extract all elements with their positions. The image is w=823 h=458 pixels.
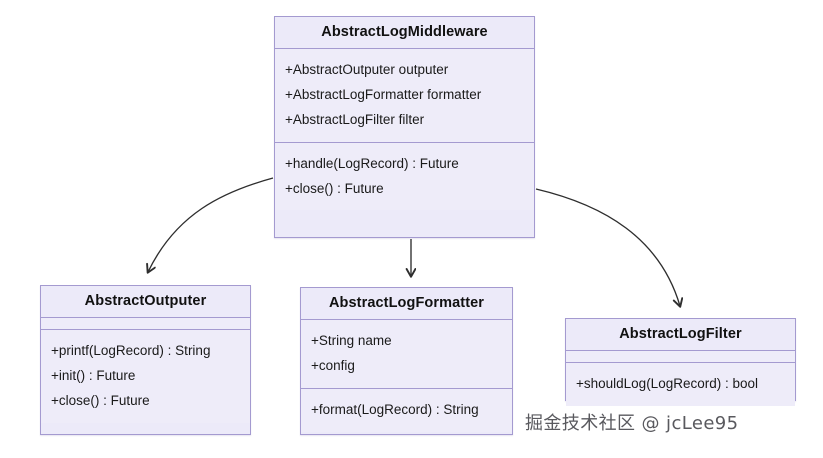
uml-class-abstract-log-middleware[interactable]: AbstractLogMiddleware +AbstractOutputer … <box>274 16 535 238</box>
uml-attributes-compartment: +AbstractOutputer outputer +AbstractLogF… <box>275 49 534 143</box>
uml-method-row: +close() : Future <box>285 180 384 196</box>
uml-method-row: +close() : Future <box>51 392 150 408</box>
uml-attribute-row: +config <box>311 357 355 373</box>
uml-class-abstract-log-filter[interactable]: AbstractLogFilter +shouldLog(LogRecord) … <box>565 318 796 406</box>
uml-attribute-row: +String name <box>311 333 392 348</box>
uml-methods-compartment: +printf(LogRecord) : String +init() : Fu… <box>41 330 250 423</box>
uml-method-row: +init() : Future <box>51 367 136 383</box>
uml-method-row: +handle(LogRecord) : Future <box>285 155 459 171</box>
uml-class-title: AbstractOutputer <box>41 286 250 318</box>
uml-attribute-row: +AbstractOutputer outputer <box>285 62 449 77</box>
edge-middleware-to-outputer <box>148 177 274 272</box>
uml-method-row: +format(LogRecord) : String <box>311 401 479 417</box>
uml-method-row: +printf(LogRecord) : String <box>51 343 211 358</box>
uml-class-title: AbstractLogFilter <box>566 319 795 351</box>
uml-attributes-compartment <box>41 318 250 330</box>
uml-methods-compartment: +format(LogRecord) : String <box>301 388 512 432</box>
uml-class-title: AbstractLogMiddleware <box>275 17 534 49</box>
uml-methods-compartment: +shouldLog(LogRecord) : bool <box>566 363 795 406</box>
uml-methods-compartment: +handle(LogRecord) : Future +close() : F… <box>275 142 534 211</box>
uml-class-abstract-outputer[interactable]: AbstractOutputer +printf(LogRecord) : St… <box>40 285 251 435</box>
edge-middleware-to-filter <box>535 188 680 306</box>
uml-class-title: AbstractLogFormatter <box>301 288 512 320</box>
uml-attributes-compartment <box>566 351 795 363</box>
uml-attributes-compartment: +String name +config <box>301 320 512 389</box>
uml-method-row: +shouldLog(LogRecord) : bool <box>576 376 758 391</box>
watermark: 掘金技术社区 @ jcLee95 <box>525 413 739 434</box>
uml-class-abstract-log-formatter[interactable]: AbstractLogFormatter +String name +confi… <box>300 287 513 435</box>
uml-attribute-row: +AbstractLogFormatter formatter <box>285 86 482 102</box>
uml-attribute-row: +AbstractLogFilter filter <box>285 111 425 127</box>
